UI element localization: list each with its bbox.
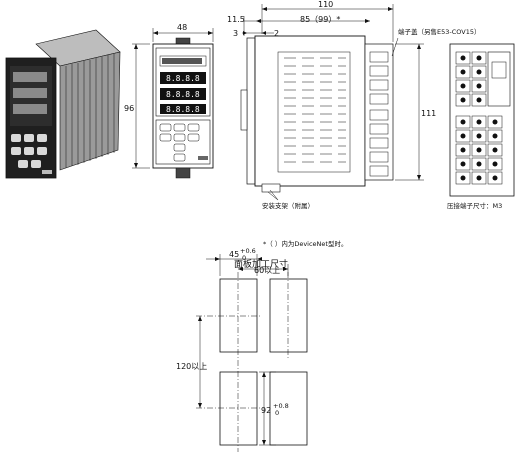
svg-text:8.8.8.8: 8.8.8.8 <box>166 90 200 99</box>
product-perspective-view <box>5 29 121 179</box>
front-width-label: 48 <box>177 23 187 32</box>
side-offset-label: 11.5 <box>227 15 245 24</box>
side-height-label: 111 <box>421 109 436 118</box>
cutout-width-label: 45 <box>229 250 239 259</box>
svg-text:8.8.8.8: 8.8.8.8 <box>166 74 200 83</box>
cutout-width-tol-low: 0 <box>242 254 246 262</box>
footnote: *（ ）内为DeviceNet型时。 <box>263 239 347 248</box>
side-dim-3-label: 3 <box>233 29 238 38</box>
rear-terminal-view: 压接端子尺寸：M3 <box>447 43 515 210</box>
front-view: 8.8.8.8 8.8.8.8 8.8.8.8 48 <box>124 23 214 179</box>
side-depth-label: 85（99）* <box>300 15 340 24</box>
panel-cutout-title: 面板加工尺寸 <box>234 258 288 270</box>
terminal-cover-label: 端子盖（另售E53-COV15） <box>398 27 480 36</box>
cutout-height-tol: +0.8 <box>273 402 289 410</box>
side-view: 110 11.5 85（99）* 3 2 111 端子盖（另售E53-COV15… <box>227 0 480 248</box>
side-dim-2-label: 2 <box>274 29 279 38</box>
front-height-label: 96 <box>124 104 134 113</box>
svg-text:8.8.8.8: 8.8.8.8 <box>166 105 200 114</box>
panel-cutout-view: 面板加工尺寸 45 +0.6 0 60以上 120以上 <box>176 247 308 452</box>
mounting-bracket-label: 安装支架（附属） <box>262 201 314 210</box>
cutout-height-tol-low: 0 <box>275 409 279 417</box>
cutout-pitch-h-label: 60以上 <box>254 266 280 275</box>
side-total-width-label: 110 <box>318 0 333 9</box>
cutout-width-tol: +0.6 <box>240 247 256 255</box>
cutout-pitch-v-label: 120以上 <box>176 362 207 371</box>
crimp-terminal-label: 压接端子尺寸：M3 <box>447 201 502 210</box>
cutout-height-label: 92 <box>261 406 271 415</box>
